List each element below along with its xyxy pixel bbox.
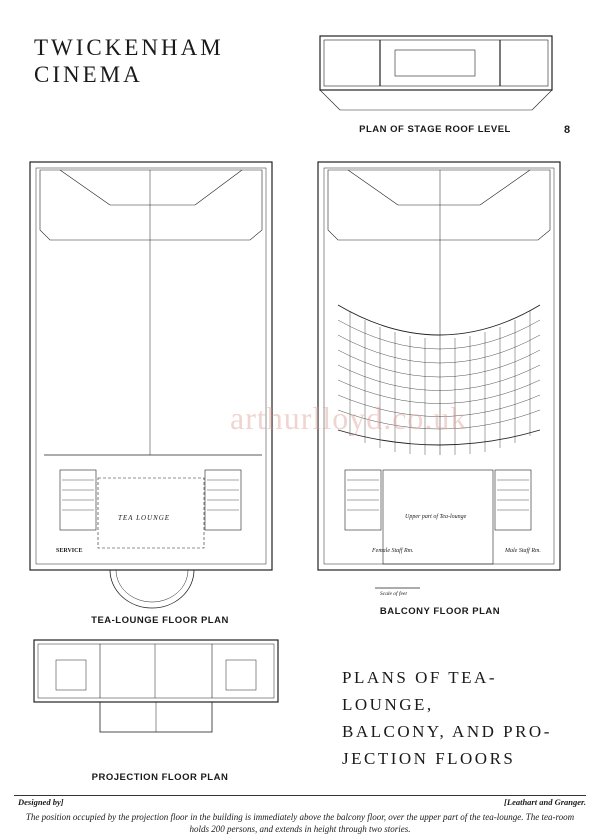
watermark: arthurlloyd.co.uk: [230, 400, 468, 436]
tea-lounge-plan: [29, 161, 273, 609]
plans-heading-line-3: JECTION FLOORS: [342, 749, 516, 768]
projection-caption: PROJECTION FLOOR PLAN: [91, 772, 229, 783]
service-room-label: SERVICE: [56, 548, 83, 554]
plans-heading: PLANS OF TEA-LOUNGE, BALCONY, AND PRO- J…: [342, 664, 582, 772]
footer-note: The position occupied by the projection …: [25, 812, 575, 834]
stage-roof-plan: [319, 35, 553, 111]
projection-plan: [33, 639, 279, 733]
title-line-2: CINEMA: [34, 62, 143, 87]
designed-by-credit: Designed by]: [18, 797, 64, 807]
scale-label: Scale of feet: [380, 591, 407, 597]
upper-part-label: Upper part of Tea-lounge: [405, 514, 467, 520]
footer-divider: [14, 795, 586, 796]
plans-heading-line-2: BALCONY, AND PRO-: [342, 722, 552, 741]
female-staff-label: Female Staff Rm.: [372, 548, 414, 554]
title-line-1: TWICKENHAM: [34, 35, 224, 60]
male-staff-label: Male Staff Rm.: [505, 548, 541, 554]
tea-lounge-caption: TEA-LOUNGE FLOOR PLAN: [91, 615, 229, 626]
balcony-caption: BALCONY FLOOR PLAN: [379, 606, 501, 617]
balcony-plan: [317, 161, 561, 589]
page-title: TWICKENHAM CINEMA: [34, 34, 224, 88]
plans-heading-line-1: PLANS OF TEA-LOUNGE,: [342, 668, 497, 714]
tea-lounge-room-label: TEA LOUNGE: [118, 514, 171, 522]
architects-credit: [Leathart and Granger.: [504, 797, 586, 807]
page-number: 8: [564, 124, 571, 136]
stage-roof-caption: PLAN OF STAGE ROOF LEVEL: [359, 124, 511, 135]
